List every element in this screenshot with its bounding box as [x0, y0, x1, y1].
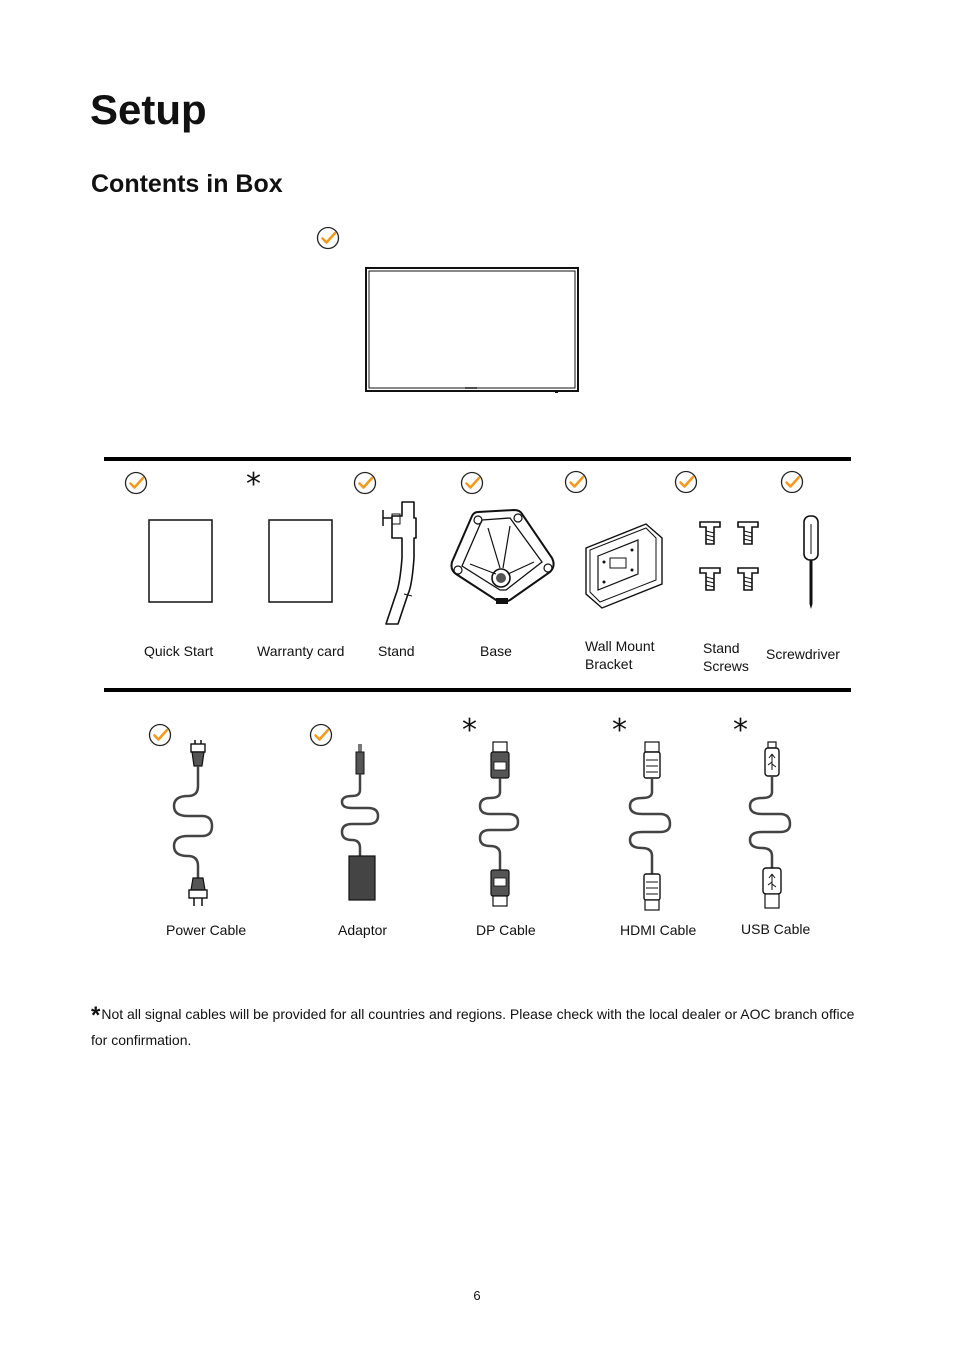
item-label-power-cable: Power Cable [166, 922, 247, 938]
asterisk-icon: * [246, 467, 261, 502]
screwdriver-icon [803, 515, 819, 609]
item-label-warranty-card: Warranty card [257, 643, 345, 659]
warranty-card-icon [268, 519, 333, 603]
check-icon [780, 470, 804, 494]
page-title: Setup [90, 86, 207, 133]
check-icon [564, 470, 588, 494]
check-icon [148, 723, 172, 747]
section-heading: Contents in Box [91, 170, 283, 198]
item-label-stand: Stand [378, 643, 415, 659]
asterisk-icon: * [733, 713, 748, 748]
footnote: *Not all signal cables will be provided … [91, 1002, 861, 1052]
item-label-usb-cable: USB Cable [741, 921, 811, 937]
monitor-illustration [365, 267, 579, 393]
usb-cable-icon [748, 741, 792, 909]
monitor-check-icon [316, 226, 340, 250]
check-icon [353, 471, 377, 495]
hdmi-cable-icon [628, 741, 672, 911]
stand-icon [382, 501, 417, 625]
item-label-quick-start: Quick Start [144, 643, 214, 659]
adaptor-icon [340, 744, 380, 901]
item-label-screwdriver: Screwdriver [766, 646, 840, 662]
item-label-stand-screws-2: Screws [703, 658, 749, 674]
asterisk-icon: * [612, 713, 627, 748]
section-divider [104, 457, 851, 461]
asterisk-icon: * [462, 713, 477, 748]
check-icon [460, 471, 484, 495]
dp-cable-icon [478, 741, 520, 907]
base-icon [450, 508, 555, 604]
wall-mount-bracket-icon [585, 523, 663, 609]
check-icon [674, 470, 698, 494]
check-icon [124, 471, 148, 495]
item-label-adaptor: Adaptor [338, 922, 388, 938]
stand-screws-icon [699, 521, 759, 591]
item-label-stand-screws-1: Stand [703, 640, 740, 656]
item-label-base: Base [480, 643, 512, 659]
item-label-hdmi-cable: HDMI Cable [620, 922, 697, 938]
page-number: 6 [473, 1288, 481, 1303]
section-divider [104, 688, 851, 692]
quick-start-booklet-icon [148, 519, 213, 603]
item-label-bracket: Bracket [585, 656, 633, 672]
item-label-dp-cable: DP Cable [476, 922, 536, 938]
item-label-wall-mount: Wall Mount [585, 638, 655, 654]
power-cable-icon [172, 740, 214, 906]
footnote-text: Not all signal cables will be provided f… [91, 1006, 855, 1048]
check-icon [309, 723, 333, 747]
footnote-star-icon: * [91, 1002, 101, 1029]
